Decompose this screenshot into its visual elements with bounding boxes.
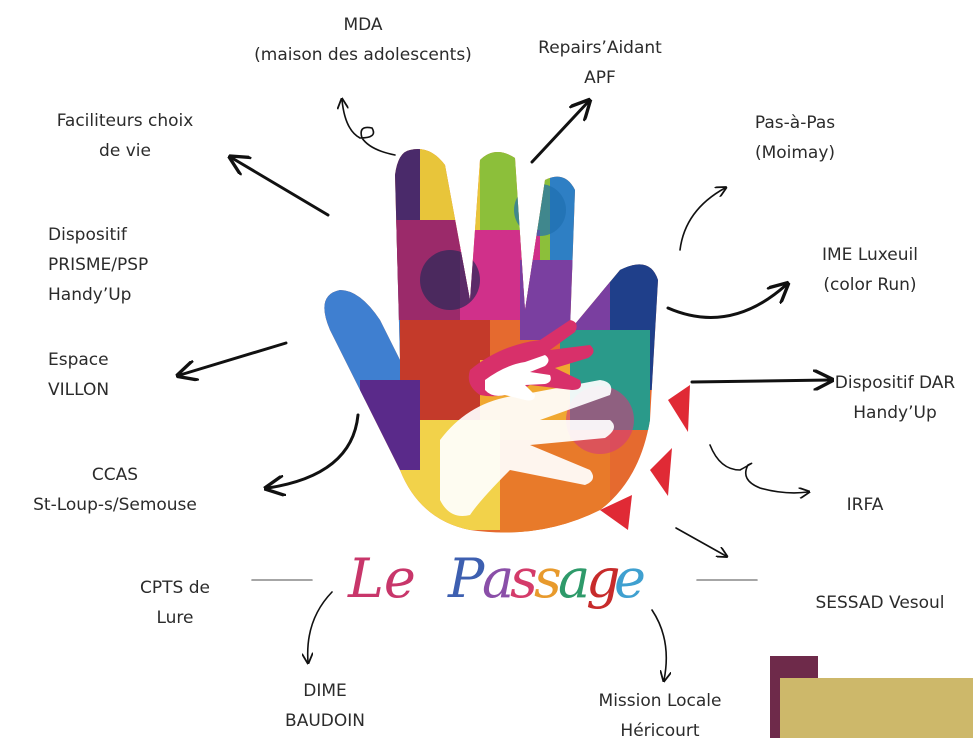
arrow-to-ccas xyxy=(268,413,360,488)
red-triangles xyxy=(600,385,690,530)
corner-block-gold xyxy=(780,678,973,738)
label-repairs-aidant: Repairs’Aidant APF xyxy=(538,38,662,88)
arrow-to-espace xyxy=(180,341,288,375)
arrow-to-facilitateurs xyxy=(232,158,330,217)
arrow-to-repairs xyxy=(530,102,588,164)
label-mda: MDA (maison des adolescents) xyxy=(254,15,472,65)
title-letter: a xyxy=(482,547,514,610)
title-letter: g xyxy=(586,547,621,610)
label-facilitateurs: Faciliteurs choix de vie xyxy=(56,111,194,161)
arrow-to-dar xyxy=(690,380,830,382)
label-cpts-lure: CPTS de Lure xyxy=(140,578,210,628)
label-dispositif-dar: Dispositif DAR Handy’Up xyxy=(834,373,956,423)
label-ime-luxeuil: IME Luxeuil (color Run) xyxy=(822,245,918,295)
title-letter: s xyxy=(510,547,538,610)
arrow-to-dime xyxy=(308,591,333,662)
label-pas-a-pas: Pas-à-Pas (Moimay) xyxy=(754,113,836,163)
title-letter: P xyxy=(447,547,486,610)
label-espace-villon: Espace VILLON xyxy=(48,350,110,400)
arrow-to-pas-a-pas xyxy=(679,188,725,251)
arrow-to-mission xyxy=(651,609,666,680)
hands-illustration xyxy=(324,149,658,533)
label-prisme: Dispositif PRISME/PSP Handy’Up xyxy=(48,225,149,305)
label-sessad-vesoul: SESSAD Vesoul xyxy=(815,593,945,613)
title-letter: e xyxy=(614,547,646,610)
arrow-to-mda xyxy=(342,100,396,156)
label-dime-baudoin: DIME BAUDOIN xyxy=(285,681,365,731)
arrow-to-sessad xyxy=(675,527,726,556)
title-word-le: Le xyxy=(347,547,416,610)
title-letter: a xyxy=(558,547,590,610)
label-irfa: IRFA xyxy=(846,495,884,515)
label-mission-locale: Mission Locale Héricourt xyxy=(598,691,722,741)
arrow-to-irfa xyxy=(709,444,808,493)
arrow-to-ime xyxy=(666,285,786,319)
title-letter: s xyxy=(534,547,562,610)
label-ccas: CCAS St-Loup-s/Semouse xyxy=(33,465,197,515)
